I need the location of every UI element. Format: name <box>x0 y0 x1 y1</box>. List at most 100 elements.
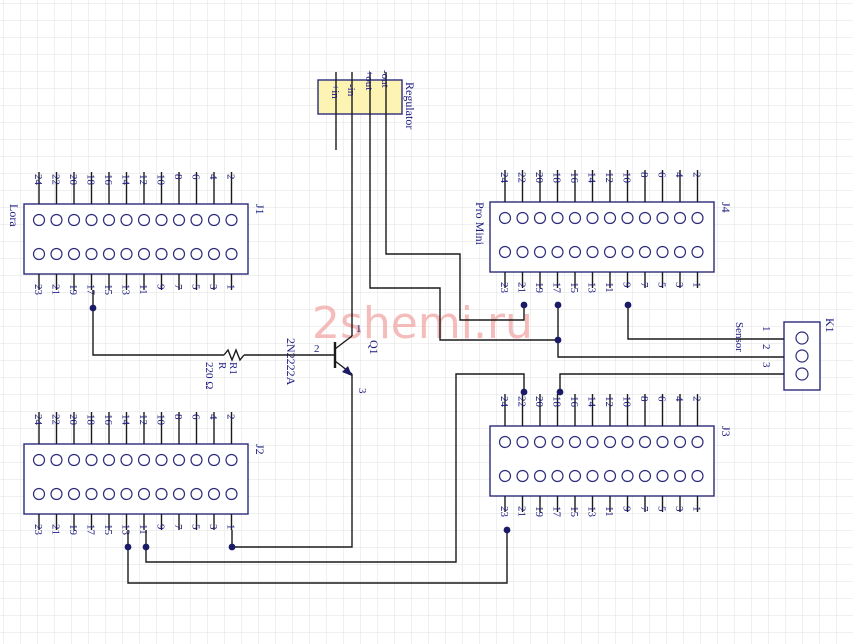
header-pin-hole <box>638 245 652 259</box>
header-pin-hole <box>586 435 599 449</box>
header-pin-hole <box>533 435 547 449</box>
header-pin-hole <box>32 247 46 261</box>
header-pin-hole <box>691 245 704 259</box>
header-pin-label: 12 <box>137 174 149 185</box>
header-pin-hole <box>225 213 238 227</box>
header-pin-hole <box>207 487 221 501</box>
header-pin-hole <box>190 453 203 467</box>
regulator-pin-label: -in <box>345 84 357 97</box>
header-pin-hole <box>621 211 634 225</box>
header-pin-hole <box>225 487 238 501</box>
sensor-pin-hole <box>795 331 809 345</box>
sensor-pin-hole <box>795 349 809 363</box>
header-pin-label: 23 <box>498 506 510 518</box>
header-pin-hole <box>621 245 634 259</box>
header-pin-hole <box>50 453 63 467</box>
header-pin-label: 3 <box>207 524 219 530</box>
header-pin-label: 24 <box>498 396 510 408</box>
header-pin-label: 17 <box>85 524 97 536</box>
header-pin-label: 11 <box>137 524 149 535</box>
sensor-pin-hole <box>795 367 809 381</box>
header-pin-label: 13 <box>586 282 598 294</box>
header-pin-label: 10 <box>155 174 167 186</box>
header-pin-label: 6 <box>656 396 668 402</box>
header-pin-label: 24 <box>32 414 44 426</box>
regulator-ref: Regulator <box>403 82 417 129</box>
header-pin-label: 5 <box>656 506 668 512</box>
junction-dot <box>124 543 132 551</box>
wire <box>127 530 508 584</box>
header-ref: J2 <box>253 444 267 455</box>
header-pin-label: 20 <box>67 174 79 186</box>
header-pin-label: 22 <box>516 172 528 183</box>
header-pin-hole <box>155 247 168 261</box>
junction-dot <box>503 526 511 534</box>
header-pin-hole <box>155 453 168 467</box>
header-pin-hole <box>656 435 669 449</box>
resistor-ref: R1 <box>227 362 239 375</box>
header-pin-hole <box>32 453 46 467</box>
regulator[interactable]: +in -in +out -out Regulator <box>317 70 417 150</box>
header-pin-hole <box>172 453 186 467</box>
sensor-pin-label: 3 <box>760 362 772 368</box>
regulator-pin-label: +in <box>329 84 341 99</box>
header-pin-hole <box>533 245 547 259</box>
header-pin-hole <box>603 245 617 259</box>
header-pin-label: 18 <box>85 174 97 186</box>
header-pin-label: 14 <box>586 396 598 408</box>
header-pin-label: 20 <box>533 396 545 408</box>
header-pin-label: 15 <box>102 284 114 296</box>
header-pin-hole <box>621 435 634 449</box>
sensor-name: Sensor <box>733 322 745 352</box>
resistor-r1[interactable]: R1 R 220 Ω <box>203 348 245 389</box>
header-pin-label: 5 <box>190 284 202 290</box>
header-pin-hole <box>603 435 617 449</box>
header-pin-label: 9 <box>621 282 633 288</box>
header-pin-label: 1 <box>225 284 237 290</box>
header-pin-hole <box>120 487 133 501</box>
header-pin-label: 9 <box>621 506 633 512</box>
header-j3[interactable]: 242322212019181716151413121110987654321J… <box>489 394 733 518</box>
header-pin-hole <box>207 247 221 261</box>
header-pin-label: 21 <box>50 524 62 535</box>
header-pin-hole <box>190 213 203 227</box>
header-pin-hole <box>603 211 617 225</box>
header-pin-hole <box>656 469 669 483</box>
header-name: Lora <box>7 204 21 227</box>
header-pin-hole <box>691 469 704 483</box>
header-pin-label: 9 <box>155 524 167 530</box>
transistor-pin-label: 1 <box>356 323 362 335</box>
sensor-k1[interactable]: K1 Sensor 1 2 3 <box>733 318 837 391</box>
header-pin-hole <box>516 211 529 225</box>
header-pin-hole <box>673 435 687 449</box>
header-pin-hole <box>498 245 512 259</box>
header-j4[interactable]: 242322212019181716151413121110987654321J… <box>473 170 733 294</box>
header-pin-label: 19 <box>533 506 545 518</box>
transistor-q1[interactable]: 1 2 3 Q1 2N2222A <box>284 323 381 394</box>
header-pin-label: 7 <box>172 524 184 530</box>
header-pin-hole <box>691 211 704 225</box>
header-pin-label: 9 <box>155 284 167 290</box>
header-pin-hole <box>50 213 63 227</box>
header-pin-label: 8 <box>638 396 650 402</box>
header-pin-hole <box>516 245 529 259</box>
header-pin-hole <box>50 487 63 501</box>
header-pin-label: 8 <box>172 414 184 420</box>
header-pin-label: 23 <box>32 284 44 296</box>
header-pin-hole <box>207 213 221 227</box>
transistor-ref: Q1 <box>367 340 381 355</box>
resistor-value: 220 Ω <box>203 362 215 389</box>
regulator-pin-label: -out <box>379 70 391 88</box>
header-j1[interactable]: 242322212019181716151413121110987654321J… <box>7 172 267 296</box>
header-pin-label: 13 <box>120 284 132 296</box>
header-pin-hole <box>190 487 203 501</box>
header-pin-hole <box>225 247 238 261</box>
header-j2[interactable]: 242322212019181716151413121110987654321J… <box>23 412 267 536</box>
header-pin-label: 15 <box>568 506 580 518</box>
header-pin-hole <box>102 487 116 501</box>
header-pin-hole <box>137 453 151 467</box>
wire <box>92 290 224 356</box>
header-pin-hole <box>67 213 81 227</box>
transistor-part: 2N2222A <box>284 338 298 386</box>
